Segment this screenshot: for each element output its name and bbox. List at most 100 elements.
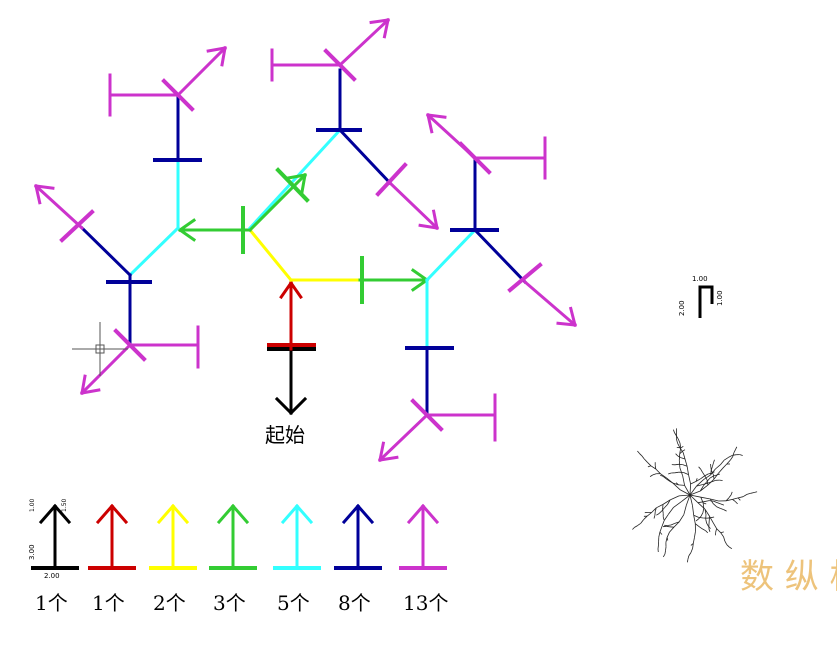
fractal-stroke: [687, 555, 690, 560]
branch-segment: [387, 180, 440, 231]
fractal-stroke: [735, 446, 738, 450]
fractal-stroke: [690, 481, 697, 485]
arrowhead: [410, 277, 430, 292]
fractal-stroke: [680, 489, 691, 496]
fractal-stroke: [713, 472, 719, 480]
fractal-stroke: [637, 522, 642, 526]
fractal-stroke: [673, 429, 675, 433]
arrowhead: [288, 280, 303, 300]
fractal-stroke: [726, 544, 730, 548]
fractal-stroke: [679, 451, 683, 455]
fractal-stroke: [703, 474, 711, 480]
fractal-stroke: [667, 524, 672, 526]
fractal-stroke: [720, 532, 724, 538]
fractal-stroke: [746, 492, 751, 495]
fractal-stroke: [643, 515, 648, 520]
fractal-stroke: [698, 466, 702, 470]
fractal-stroke: [656, 504, 664, 509]
fractal-stroke: [661, 520, 665, 527]
fractal-stroke: [712, 462, 714, 467]
fractal-stroke: [688, 552, 692, 557]
fractal-stroke: [712, 503, 717, 507]
branch-crossbar: [410, 398, 444, 432]
legend-count-label: 8个: [338, 591, 371, 615]
corner-dimension-figure: 1.00 2.00 1.00: [678, 275, 724, 318]
fractal-stroke: [689, 483, 691, 496]
fractal-stroke: [720, 531, 724, 534]
fractal-stroke: [702, 472, 706, 477]
fractal-stroke: [726, 499, 733, 502]
branch-segment: [247, 172, 308, 233]
fractal-stroke: [704, 509, 707, 515]
corner-dim-right: 1.00: [716, 290, 724, 306]
fractal-stroke: [682, 449, 686, 452]
branch-crossbar: [275, 167, 310, 203]
fractal-stroke: [639, 453, 643, 457]
arrowhead: [220, 46, 227, 67]
fractal-stroke: [713, 500, 718, 504]
fractal-stroke: [666, 525, 670, 528]
fractal-stroke: [697, 502, 706, 510]
base-dim-height: 3.00: [28, 544, 36, 560]
fractal-stroke: [672, 483, 681, 491]
fractal-stroke: [663, 514, 669, 521]
fractal-stroke: [655, 468, 661, 474]
fractal-stroke: [698, 517, 704, 519]
fractal-stroke: [723, 536, 726, 542]
fractal-stroke: [649, 474, 654, 477]
fractal-stroke: [732, 497, 739, 500]
fractal-stroke: [690, 548, 693, 553]
fractal-stroke: [656, 513, 660, 516]
legend-count-label: 3个: [213, 591, 246, 615]
fractal-stroke: [702, 502, 705, 509]
fractal-stroke: [643, 458, 648, 463]
fractal-stroke: [750, 492, 755, 494]
fractal-stroke: [667, 499, 671, 505]
fractal-stroke: [725, 497, 730, 502]
fractal-stroke: [732, 499, 736, 502]
fractal-stroke: [665, 546, 667, 551]
arrowhead: [288, 396, 308, 416]
arrowhead: [230, 503, 250, 525]
fractal-stroke: [651, 507, 657, 513]
fractal-stroke: [697, 501, 704, 504]
fractal-stroke: [668, 472, 672, 475]
corner-dim-top: 1.00: [692, 275, 708, 283]
fractal-stroke: [726, 459, 731, 465]
fractal-stroke: [703, 481, 708, 487]
legend-count-label: 5个: [277, 591, 310, 615]
fractal-stroke: [664, 504, 668, 509]
fractal-stroke: [684, 485, 691, 496]
fractal-stroke: [666, 531, 670, 538]
fractal-stroke: [707, 478, 715, 486]
fractal-stroke: [712, 522, 717, 529]
fractal-stroke: [647, 461, 652, 467]
fractal-stroke: [706, 477, 711, 483]
arrowhead: [280, 503, 300, 525]
arrowhead: [206, 46, 227, 53]
corner-dim-left: 2.00: [678, 300, 686, 316]
fractal-cluster-image: [632, 428, 758, 563]
fractal-stroke: [720, 459, 725, 465]
fractal-stroke: [658, 510, 662, 514]
arrowhead: [378, 455, 399, 462]
fractal-stroke: [695, 518, 699, 522]
fractal-stroke: [695, 523, 700, 527]
fractal-stroke: [673, 521, 680, 528]
fractal-stroke: [683, 472, 689, 475]
fractal-stroke: [682, 475, 685, 486]
arrowhead: [216, 503, 236, 525]
base-dim-bottom: 2.00: [44, 572, 60, 580]
fractal-stroke: [674, 471, 679, 474]
fractal-stroke: [637, 450, 640, 454]
fractal-stroke: [713, 474, 717, 477]
fractal-stroke: [662, 499, 671, 505]
fractal-stroke: [695, 478, 698, 482]
legend-item: 13个: [399, 503, 448, 615]
fractal-stroke: [729, 546, 733, 550]
fractal-stroke: [640, 519, 644, 524]
fractal-stroke: [708, 526, 711, 529]
branch-crossbar: [323, 48, 357, 82]
fractal-stroke: [705, 519, 707, 524]
fractal-stroke: [689, 494, 693, 506]
